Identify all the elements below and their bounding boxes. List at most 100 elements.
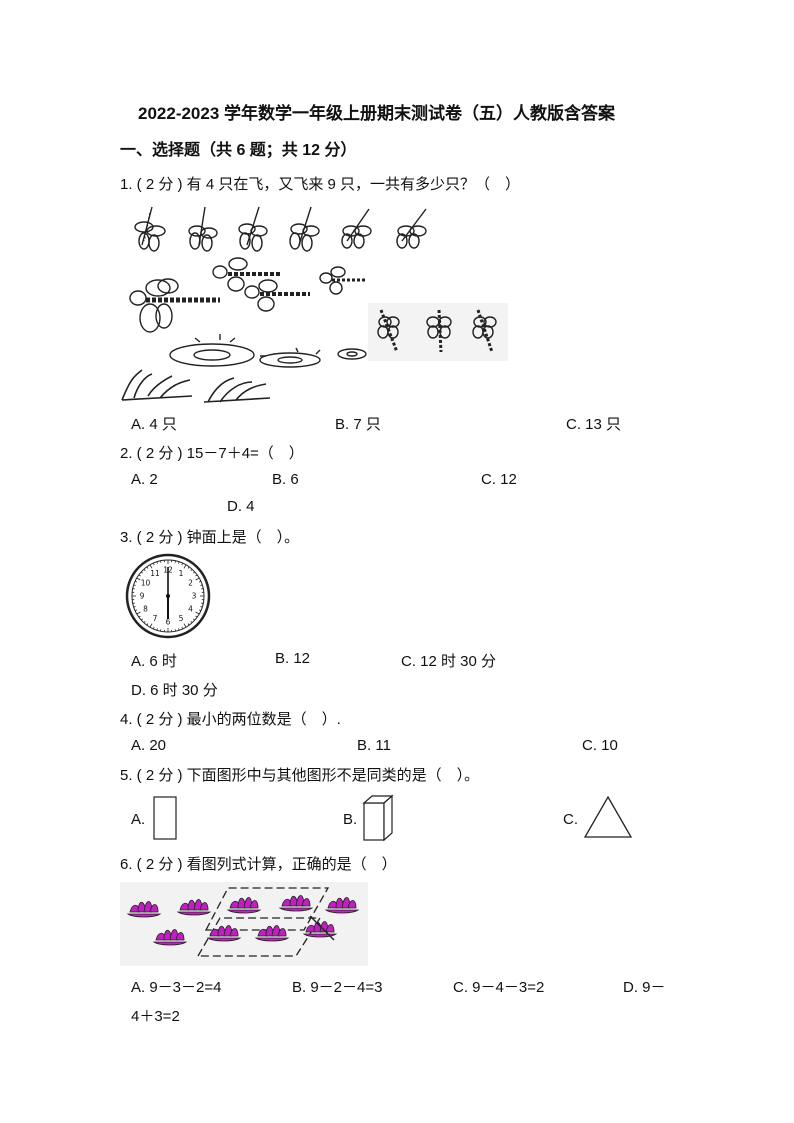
clock-tick	[178, 561, 180, 564]
q2-option-a[interactable]: A. 2	[131, 471, 158, 488]
lotus-flower	[126, 901, 162, 918]
clock-tick	[192, 618, 196, 621]
clock-numeral: 11	[150, 569, 160, 578]
clock-numeral: 7	[153, 614, 158, 623]
q3-option-a[interactable]: A. 6 时	[131, 653, 177, 670]
lotus-flower	[206, 925, 242, 942]
question-3-stem: 3. ( 2 分 ) 钟面上是（ ）。	[120, 529, 300, 546]
triangle-shape-icon	[583, 795, 633, 838]
clock-tick	[149, 623, 153, 628]
clock-tick	[136, 577, 141, 581]
clock-tick	[152, 562, 155, 566]
clock-numeral: 6	[166, 618, 171, 627]
clock-tick	[156, 628, 158, 631]
q6-option-a[interactable]: A. 9－3－2=4	[131, 979, 222, 996]
question-2-stem: 2. ( 2 分 ) 15－7＋4=（ ）	[120, 445, 304, 462]
clock-tick	[178, 628, 180, 631]
question-4-stem: 4. ( 2 分 ) 最小的两位数是（ ）.	[120, 711, 341, 728]
cross-out-mark	[309, 915, 335, 941]
clock-numeral: 9	[140, 592, 145, 601]
lotus-flower	[278, 895, 314, 912]
q1-option-b[interactable]: B. 7 只	[335, 416, 381, 433]
clock-tick	[133, 606, 136, 608]
clock-tick	[190, 568, 193, 572]
clock-tick	[183, 564, 187, 569]
clock-tick	[140, 571, 144, 574]
clock-tick	[143, 620, 146, 624]
clock-tick	[183, 623, 187, 628]
clock-tick	[152, 626, 155, 630]
clock-tick	[195, 615, 198, 618]
q2-option-d[interactable]: D. 4	[227, 498, 255, 515]
clock-tick	[200, 584, 203, 586]
page-title: 2022-2023 学年数学一年级上册期末测试卷（五）人教版含答案	[138, 104, 616, 123]
lotus-flower	[226, 897, 262, 914]
clock-tick	[134, 609, 138, 612]
lotus-flower	[324, 897, 360, 914]
rectangle-shape-icon	[153, 796, 177, 840]
clock-tick	[181, 562, 184, 566]
clock-tick	[187, 566, 190, 569]
question-1-stem: 1. ( 2 分 ) 有 4 只在飞，又飞来 9 只，一共有多少只？（ ）	[120, 176, 521, 193]
clock-tick	[140, 618, 144, 621]
clock-numeral: 3	[192, 592, 197, 601]
lotus-flower	[152, 929, 188, 946]
clock-tick	[200, 606, 203, 608]
q3-option-c[interactable]: C. 12 时 30 分	[401, 653, 497, 670]
q4-option-c[interactable]: C. 10	[582, 737, 618, 754]
clock-numeral: 10	[141, 579, 151, 588]
dragonfly-image	[121, 206, 508, 403]
clock-tick	[192, 571, 196, 574]
clock-numeral: 8	[143, 605, 148, 614]
cuboid-shape-icon	[362, 794, 394, 842]
clock-tick	[133, 584, 136, 586]
lotus-flowers	[126, 895, 360, 946]
q3-option-d[interactable]: D. 6 时 30 分	[131, 682, 218, 699]
q5-option-c[interactable]: C.	[563, 811, 578, 828]
clock-tick	[198, 609, 202, 612]
clock-tick	[143, 568, 146, 572]
dragonfly-row-top	[134, 206, 427, 252]
clock-image: 121234567891011	[125, 553, 211, 639]
clock-tick	[134, 580, 138, 583]
q5-option-a[interactable]: A.	[131, 811, 146, 828]
clock-numeral: 1	[179, 569, 184, 578]
clock-tick	[138, 574, 141, 577]
pond-ripples	[169, 334, 367, 368]
clock-tick	[156, 561, 158, 564]
clock-tick	[146, 566, 149, 569]
clock-tick	[187, 623, 190, 626]
q3-option-b[interactable]: B. 12	[275, 650, 311, 667]
clock-numeral: 2	[188, 579, 193, 588]
clock-tick	[190, 620, 193, 624]
q2-option-c[interactable]: C. 12	[481, 471, 517, 488]
q5-option-b[interactable]: B.	[343, 811, 358, 828]
clock-tick	[138, 615, 141, 618]
q1-option-c[interactable]: C. 13 只	[566, 416, 622, 433]
clock-tick	[198, 580, 202, 583]
question-6-stem: 6. ( 2 分 ) 看图列式计算，正确的是（ ）	[120, 856, 397, 873]
dragonfly-group-right	[368, 303, 508, 361]
section-heading: 一、选择题（共 6 题；共 12 分）	[120, 142, 357, 159]
question-5-stem: 5. ( 2 分 ) 下面图形中与其他图形不是同类的是（ ）。	[120, 767, 480, 784]
clock-numeral: 5	[179, 614, 184, 623]
clock-tick	[149, 564, 153, 569]
q2-option-b[interactable]: B. 6	[272, 471, 299, 488]
q6-option-d-continued: 4＋3=2	[131, 1008, 180, 1025]
lotus-flower	[176, 899, 212, 916]
q1-option-a[interactable]: A. 4 只	[131, 416, 177, 433]
q6-option-c[interactable]: C. 9－4－3=2	[453, 979, 545, 996]
dragonfly-group-flying	[129, 257, 365, 333]
grass	[121, 369, 271, 403]
lotus-flowers-image	[120, 882, 368, 966]
clock-ticks	[132, 560, 204, 632]
lotus-flower	[254, 925, 290, 942]
q4-option-b[interactable]: B. 11	[357, 737, 391, 754]
clock-tick	[195, 577, 200, 581]
clock-center	[166, 594, 170, 598]
q6-option-d[interactable]: D. 9－	[623, 979, 666, 996]
clock-tick	[136, 611, 141, 615]
q6-option-b[interactable]: B. 9－2－4=3	[292, 979, 383, 996]
clock-tick	[195, 611, 200, 615]
q4-option-a[interactable]: A. 20	[131, 737, 167, 754]
